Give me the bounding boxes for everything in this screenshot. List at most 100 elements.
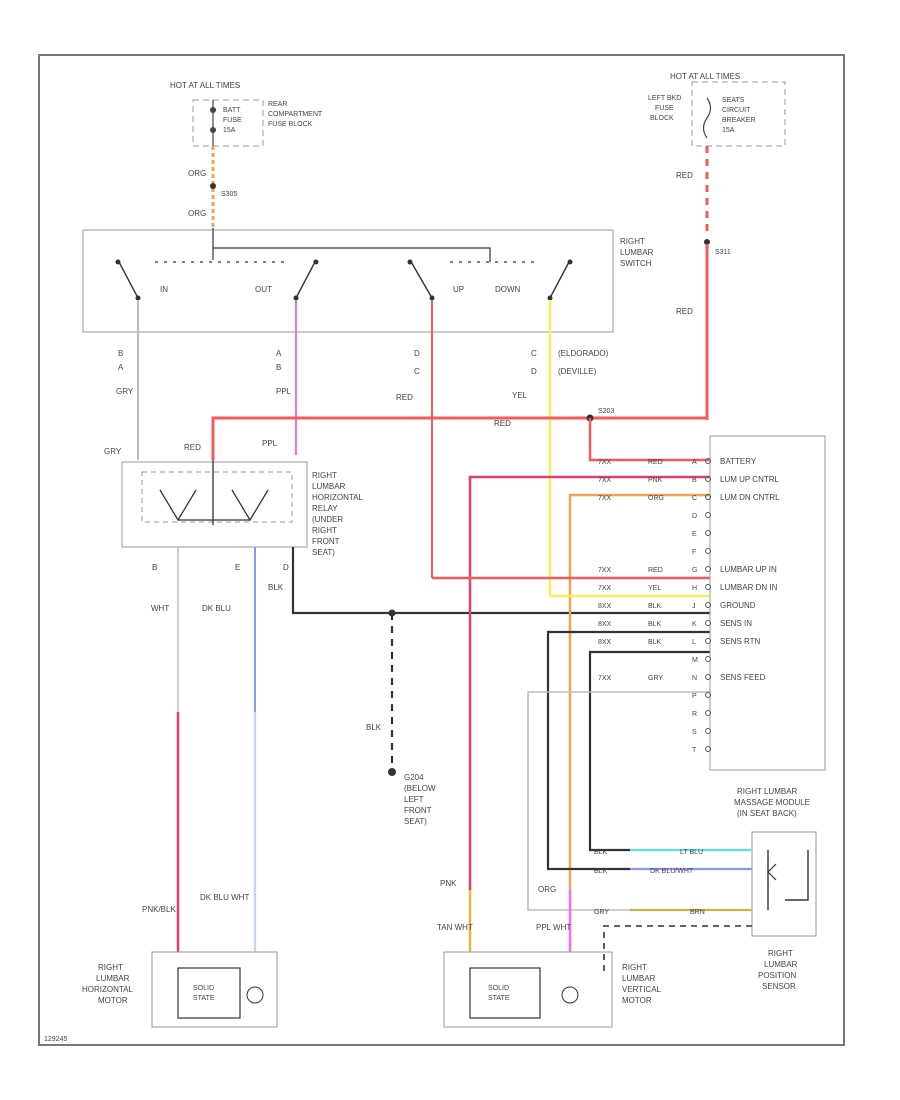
model-eldorado: (ELDORADO): [558, 349, 609, 358]
cb-amp-label: 15A: [722, 127, 735, 134]
batt-label: BATT: [223, 107, 241, 114]
module-pin-letter: R: [692, 711, 697, 718]
wire-blk1-label: BLK: [268, 583, 284, 592]
wire-yel1-label: YEL: [512, 391, 528, 400]
wire-gry2-label: GRY: [104, 447, 122, 456]
relay-label-8: SEAT): [312, 548, 335, 557]
pin-d-yel: D: [531, 367, 537, 376]
splice-s311-label: S311: [715, 249, 731, 256]
module-pin-letter: B: [692, 477, 697, 484]
pin-a-ppl: A: [276, 349, 282, 358]
fuse-terminal-top: [210, 107, 216, 113]
wire-ppl2-label: PPL: [262, 439, 278, 448]
relay-label-1: RIGHT: [312, 471, 337, 480]
motor-v-box: [443, 951, 613, 1028]
motor-v-symbol: [561, 986, 579, 1004]
wire-red-bus: [211, 416, 707, 460]
module-wire-color: BLK: [648, 621, 662, 628]
right-lumbar-horizontal-relay: GRY RED PPL RIGHT LUMBAR HORIZONTAL RELA…: [104, 439, 364, 572]
left-bkd-label: LEFT BKD: [648, 95, 681, 102]
wire-org-dn: [568, 493, 710, 890]
splice-s305-label: S305: [221, 191, 237, 198]
module-label-2: MASSAGE MODULE: [734, 798, 810, 807]
ground-label-3: LEFT: [404, 795, 424, 804]
module-wire-color: YEL: [648, 585, 661, 592]
ground-label-4: FRONT: [404, 806, 432, 815]
module-pin-letter: F: [692, 549, 696, 556]
wire-org2-label: ORG: [188, 209, 206, 218]
module-pin-terminal: [705, 728, 711, 734]
right-lumbar-massage-module: RIGHT LUMBAR MASSAGE MODULE (IN SEAT BAC…: [598, 435, 826, 818]
wire-dk-blu-label: DK BLU: [202, 604, 231, 613]
module-pin-letter: G: [692, 567, 697, 574]
module-pin-letter: T: [692, 747, 697, 754]
splice-s305: [210, 183, 216, 189]
module-pin-name: LUM DN CNTRL: [720, 493, 780, 502]
wire-pnk-label: PNK: [440, 879, 457, 888]
breaker-label: BREAKER: [722, 117, 755, 124]
sensor-label-2: LUMBAR: [764, 960, 798, 969]
compartment-label: COMPARTMENT: [268, 111, 323, 118]
sensor-label-1: RIGHT: [768, 949, 793, 958]
module-wire-tag: 7XX: [598, 567, 612, 574]
wire-red5-label: RED: [184, 443, 201, 452]
module-pin-terminal: [705, 566, 711, 572]
module-pin-terminal: [705, 638, 711, 644]
relay-pin-e: E: [235, 563, 240, 572]
module-pin-letter: H: [692, 585, 697, 592]
module-pin-name: SENS FEED: [720, 673, 766, 682]
rear-label: REAR: [268, 101, 287, 108]
module-pin-letter: K: [692, 621, 697, 628]
relay-pin-d: D: [283, 563, 289, 572]
module-pin-name: LUM UP CNTRL: [720, 475, 780, 484]
relay-pin-b: B: [152, 563, 157, 572]
relay-label-3: HORIZONTAL: [312, 493, 364, 502]
module-wire-tag: 8XX: [598, 639, 612, 646]
module-pin-name: SENS RTN: [720, 637, 761, 646]
wire-gry1-label: GRY: [116, 387, 134, 396]
module-wire-color: GRY: [648, 675, 663, 682]
hot-label-left: HOT AT ALL TIMES: [170, 81, 240, 90]
hot-label-right: HOT AT ALL TIMES: [670, 72, 740, 81]
switch-pos-out: OUT: [255, 285, 272, 294]
module-pin-name: SENS IN: [720, 619, 752, 628]
pin-c-red: C: [414, 367, 420, 376]
module-pin-name: BATTERY: [720, 457, 757, 466]
module-pin-terminal: [705, 458, 711, 464]
sensor-label-3: POSITION: [758, 971, 796, 980]
right-lumbar-switch: RIGHT LUMBAR SWITCH IN OUT UP DOWN: [82, 228, 654, 333]
sensor-arrow: [767, 863, 777, 881]
wire-red2-label: RED: [676, 307, 693, 316]
splice-s311: [704, 239, 710, 245]
model-deville: (DEVILLE): [558, 367, 597, 376]
switch-contact-out: [293, 259, 319, 301]
motor-v-inner-1: SOLID: [488, 985, 509, 992]
ground-label-5: SEAT): [404, 817, 427, 826]
wire-pnk-blk-label: PNK/BLK: [142, 905, 176, 914]
module-wire-color: ORG: [648, 495, 664, 502]
sensor-box: [751, 831, 817, 937]
module-pin-letter: L: [692, 639, 696, 646]
wire-red3-label: RED: [396, 393, 413, 402]
motor-v-label-3: VERTICAL: [622, 985, 662, 994]
switch-contact-down: [547, 259, 573, 301]
relay-switch-2: [231, 489, 269, 522]
module-pin-letter: M: [692, 657, 698, 664]
switch-bus-top: [213, 247, 491, 262]
relay-label-2: LUMBAR: [312, 482, 346, 491]
rear-fuse-block: HOT AT ALL TIMES BATT FUSE 15A REAR COMP…: [170, 81, 323, 147]
module-pin-letter: D: [692, 513, 697, 520]
relay-switch-1: [159, 489, 197, 522]
ground-label-1: G204: [404, 773, 424, 782]
fuse-block-label: FUSE BLOCK: [268, 121, 313, 128]
wire-tan-wht-label: TAN WHT: [437, 923, 473, 932]
module-pin-letter: A: [692, 459, 697, 466]
module-pin-letter: C: [692, 495, 697, 502]
sensor-wire-2: DK BLU/WHT: [650, 868, 694, 875]
module-pin-terminal: [705, 548, 711, 554]
motor-h-label-4: MOTOR: [98, 996, 128, 1005]
wire-ppl1-label: PPL: [276, 387, 292, 396]
motor-h-inner-1: SOLID: [193, 985, 214, 992]
seats-circuit-breaker: HOT AT ALL TIMES LEFT BKD FUSE BLOCK SEA…: [648, 72, 786, 147]
